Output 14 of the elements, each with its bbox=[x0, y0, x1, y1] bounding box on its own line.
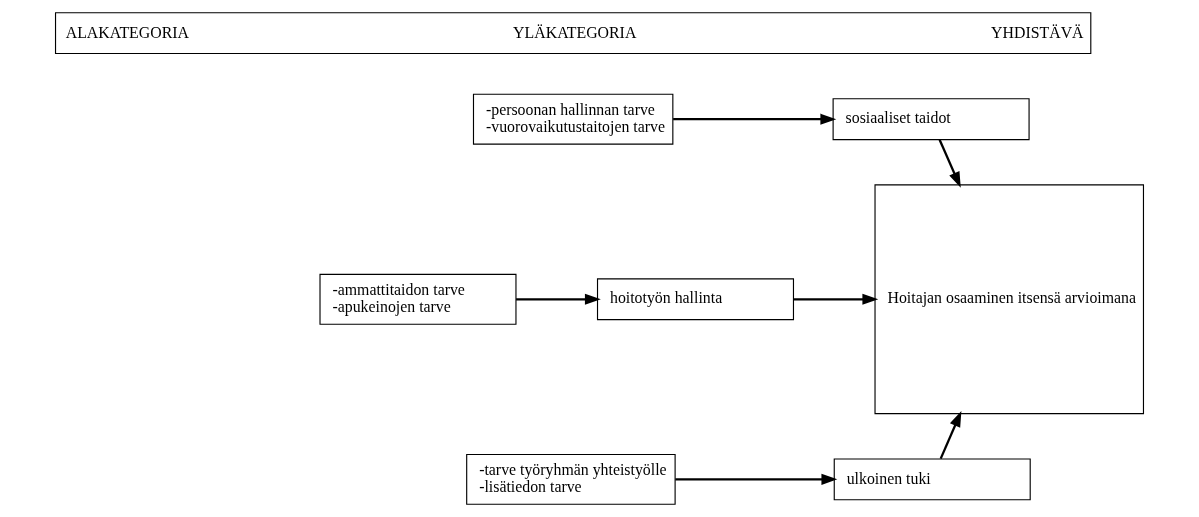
node-box: ALAKATEGORIA YLÄKATEGORIA YHDISTÄVÄ bbox=[54, 12, 1092, 55]
arrow bbox=[675, 473, 838, 485]
node-box: ulkoinen tuki bbox=[833, 458, 1031, 501]
node-box: hoitotyön hallinta bbox=[596, 278, 795, 321]
arrow bbox=[516, 293, 601, 305]
node-box: -tarve työryhmän yhteistyölle -lisätiedon tarve bbox=[466, 453, 676, 505]
arrow bbox=[673, 113, 837, 125]
node-box: Hoitajan osaaminen itsensä arvioimana bbox=[874, 184, 1145, 415]
arrow bbox=[793, 293, 879, 305]
arrow bbox=[939, 410, 962, 460]
arrow bbox=[938, 139, 961, 188]
node-box: sosiaaliset taidot bbox=[832, 98, 1030, 141]
node-box: -persoonan hallinnan tarve -vuorovaikutustaitojen tarve bbox=[472, 93, 674, 145]
node-box: -ammattitaidon tarve -apukeinojen tarve bbox=[319, 273, 517, 325]
